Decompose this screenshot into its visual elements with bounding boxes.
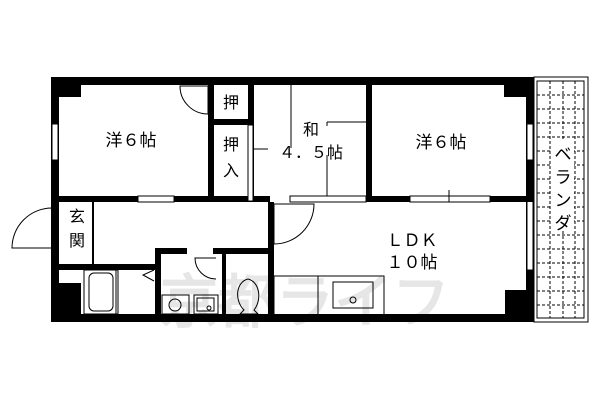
door-swing-toilet: [194, 257, 217, 280]
balcony-label-1: ベ: [555, 145, 572, 165]
kitchen-sink-icon: [332, 281, 374, 309]
balcony-label-3: ン: [555, 191, 572, 211]
kitchen-counter: [273, 275, 385, 317]
room-label-western-right: 洋６帖: [416, 133, 467, 153]
room-label-closet-large-1: 押: [223, 135, 239, 154]
door-swing-ldk: [273, 203, 315, 245]
room-label-entrance-2: 関: [69, 231, 85, 250]
balcony-label-2: ラ: [555, 168, 572, 188]
room-label-ldk-2: １０帖: [387, 253, 438, 273]
door-right-room-sliding: [409, 195, 491, 203]
washing-machine-icon: [161, 294, 190, 315]
bathtub-area: [83, 269, 119, 315]
washbasin-icon: [193, 294, 219, 315]
window-ldk: [526, 199, 534, 271]
room-label-japanese-2: ４．５帖: [279, 143, 343, 162]
bathtub-icon: [88, 272, 114, 312]
room-label-japanese-1: 和: [303, 120, 319, 139]
door-swing-entrance: [11, 207, 53, 249]
door-swing-left-room: [179, 85, 209, 115]
closet-sliding-door: [247, 124, 254, 202]
shower-icon: [141, 269, 155, 282]
window-right-room: [526, 123, 534, 161]
room-label-closet-small: 押: [223, 93, 239, 112]
room-label-ldk-1: ＬＤＫ: [387, 231, 438, 251]
door-japanese-room-sliding: [289, 195, 367, 203]
room-label-western-left: 洋６帖: [106, 131, 157, 151]
door-left-room-sliding: [137, 195, 175, 203]
toilet-icon: [237, 278, 260, 315]
balcony-label-4: ダ: [555, 214, 572, 234]
room-label-closet-large-2: 入: [223, 161, 239, 180]
watermark: 京都ライフ: [160, 268, 450, 336]
balcony: ベ ラ ン ダ: [533, 76, 589, 323]
window-left: [51, 123, 59, 161]
room-label-entrance-1: 玄: [69, 207, 85, 226]
washroom-door-opening: [187, 248, 213, 254]
